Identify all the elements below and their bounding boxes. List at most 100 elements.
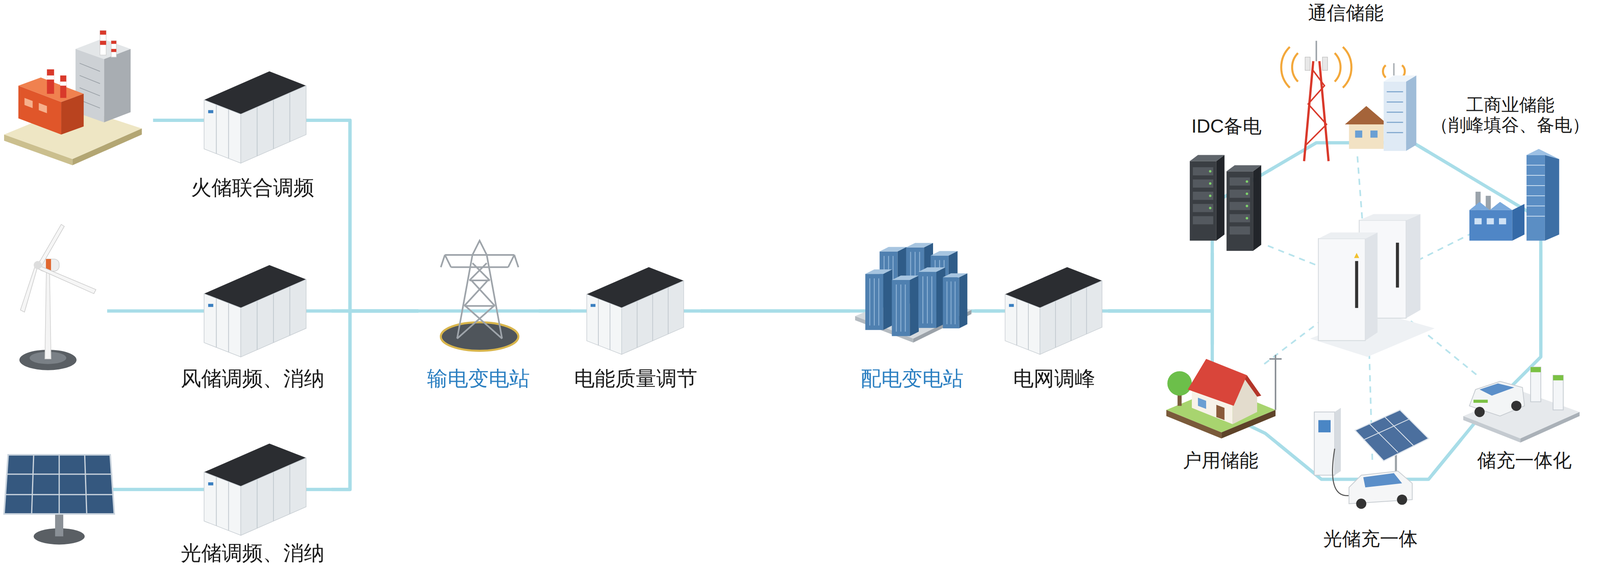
wire (107, 120, 1541, 490)
charging-station-icon (1479, 383, 1515, 396)
node-label: 配电变电站 (860, 367, 964, 391)
connector (538, 309, 571, 313)
storage-container (204, 265, 306, 358)
connector (1108, 311, 1212, 345)
thermal-plant-icon (111, 40, 117, 44)
solar-charging-icon (1397, 494, 1408, 506)
solar-panel-icon (84, 455, 87, 515)
solar-charging-icon (1356, 498, 1367, 510)
commercial-icon (1469, 149, 1560, 242)
thermal-plant-icon (4, 30, 142, 166)
idc-server-icon (1189, 155, 1225, 242)
distribution-substation-icon (891, 275, 920, 337)
labelled-node: 配电变电站 (850, 242, 975, 391)
charging-station-icon (1530, 367, 1541, 373)
commercial-icon (1526, 216, 1545, 217)
thermal-plant-icon (100, 40, 107, 45)
house-icon (1274, 354, 1277, 410)
commercial-icon (1526, 174, 1545, 176)
storage-container (204, 71, 306, 164)
storage-cabinet-icon (1359, 214, 1421, 221)
house-icon (1197, 397, 1207, 410)
solar-panel-icon (31, 455, 34, 515)
thermal-plant-icon (60, 75, 67, 99)
solar-charging-icon (1332, 448, 1350, 496)
transmission-tower-icon (440, 255, 519, 268)
telecom-icon (1344, 105, 1388, 125)
storage-cabinet-icon (1395, 242, 1399, 288)
commercial-icon (1526, 155, 1545, 242)
node-label: 户用储能 (1182, 449, 1259, 472)
commercial-icon (1526, 185, 1545, 187)
telecom-icon (1382, 65, 1386, 78)
telecom-icon (1305, 69, 1327, 145)
commercial-icon (1469, 202, 1513, 211)
wind-turbine-icon (33, 261, 42, 270)
thermal-plant-icon (18, 85, 62, 135)
storage-cabinet-icon (1318, 238, 1366, 341)
thermal-plant-icon (111, 48, 117, 52)
storage-cabinet-icon (1355, 261, 1359, 309)
wind-turbine-icon (20, 264, 38, 313)
storage-cabinet-icon (1354, 252, 1359, 258)
thermal-plant-icon (46, 69, 54, 95)
solar-charging-icon (1318, 420, 1331, 433)
distribution-substation-icon (865, 269, 893, 331)
node-label: 输电变电站 (427, 367, 530, 391)
thermal-plant-icon (103, 48, 131, 123)
storage-cabinet-icon (1310, 214, 1435, 358)
thermal-plant-icon (79, 63, 101, 72)
charging-station-icon (1474, 406, 1485, 418)
solar-charging-icon (1363, 473, 1403, 488)
telecom-icon (1386, 91, 1404, 133)
connector (1277, 443, 1309, 469)
node-label: 电能质量调节 (574, 367, 698, 391)
telecom-icon (1383, 81, 1407, 152)
telecom-icon (1342, 46, 1352, 88)
dashed-link (1260, 153, 1480, 465)
telecom-icon (1386, 132, 1404, 134)
node-label: 风储调频、消纳 (180, 367, 325, 391)
wind-turbine-icon (44, 267, 51, 360)
thermal-plant-icon (61, 94, 84, 135)
thermal-plant-icon (60, 81, 67, 86)
commercial-icon (1512, 204, 1525, 241)
telecom-icon (1386, 121, 1404, 123)
connector (1418, 145, 1428, 152)
labelled-node: 火储联合调频 (178, 69, 327, 200)
transmission-tower-icon (440, 240, 519, 351)
idc-server-icon (1189, 155, 1262, 251)
telecom-icon (1393, 63, 1395, 76)
thermal-plant-icon (111, 40, 117, 58)
charging-station-icon (1473, 400, 1488, 403)
house-icon (1187, 358, 1247, 406)
commercial-icon (1544, 155, 1560, 242)
thermal-plant-icon (38, 103, 47, 114)
thermal-plant-icon (72, 128, 142, 166)
telecom-icon (1303, 61, 1329, 161)
labelled-node: IDC备电 (1183, 115, 1270, 253)
house-icon (1166, 354, 1282, 439)
solar-charging-icon (1355, 410, 1429, 462)
storage-container (204, 443, 306, 536)
telecom-icon (1355, 130, 1363, 138)
distribution-substation-icon (855, 243, 972, 343)
labelled-node: 电能质量调节 (570, 261, 701, 391)
node-label: （削峰填谷、备电） (1430, 114, 1590, 136)
solar-charging-icon (1314, 408, 1429, 510)
distribution-substation-icon (918, 267, 946, 329)
node-label: 工商业储能 (1466, 94, 1555, 115)
thermal-plant-icon (24, 97, 33, 109)
dashed-link (1260, 153, 1480, 465)
telecom-icon (1386, 91, 1404, 92)
telecom-icon (1386, 101, 1404, 103)
thermal-plant-icon (24, 97, 48, 113)
storage-cabinet-icon (1318, 232, 1378, 239)
transmission-tower-icon (440, 240, 519, 339)
telecom-icon (1349, 122, 1384, 150)
connector (1108, 252, 1212, 312)
connector (1539, 250, 1543, 350)
thermal-plant-icon (100, 30, 107, 35)
commercial-icon (1474, 218, 1482, 225)
